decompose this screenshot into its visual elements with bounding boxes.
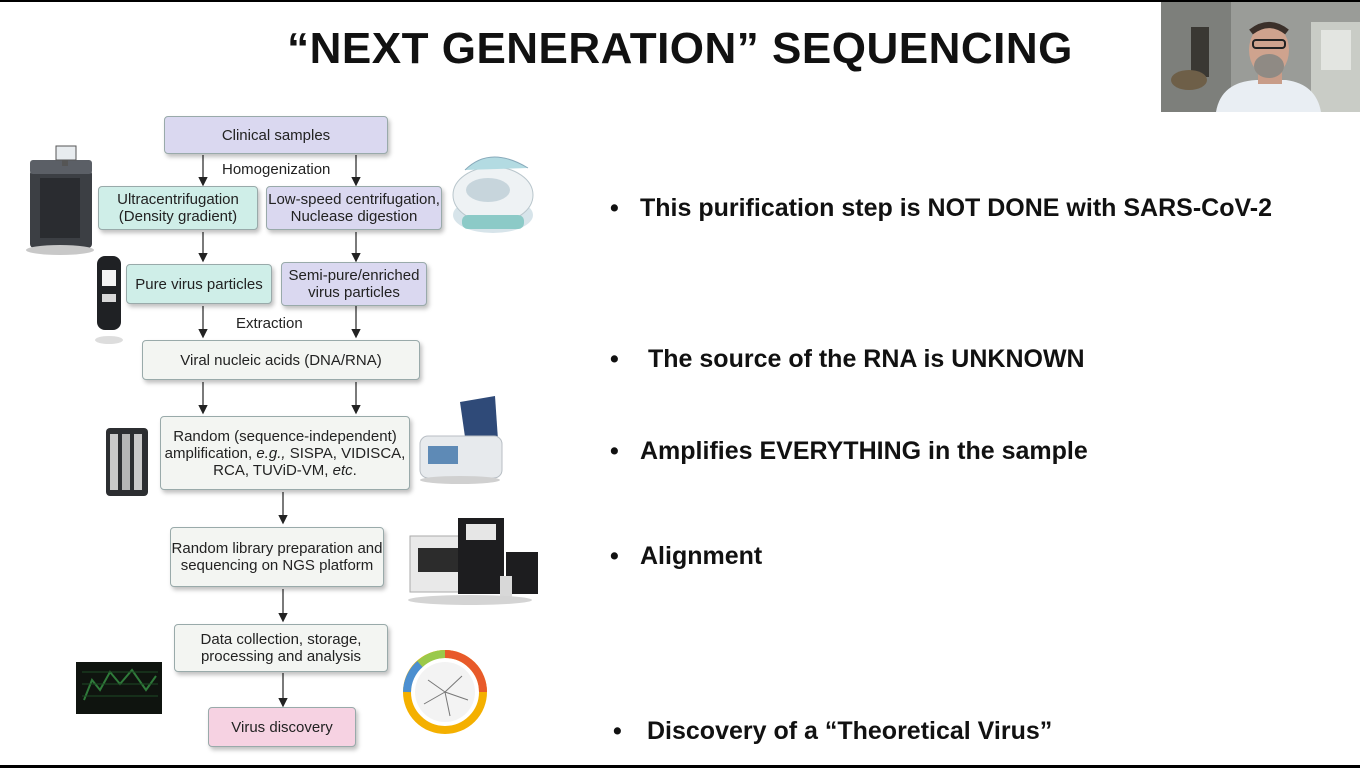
- bullet-marker: •: [610, 345, 619, 373]
- bullet-marker: •: [610, 542, 619, 570]
- benchtop-centrifuge-image: [452, 156, 534, 233]
- ultracentrifuge-image: [26, 145, 94, 255]
- amp-line-3-end: .: [352, 461, 357, 479]
- amp-line-2-pre: amplification,: [164, 444, 257, 462]
- amp-line-3-pre: RCA, TUViD-VM,: [213, 461, 333, 479]
- slide-title: “NEXT GENERATION” SEQUENCING: [287, 24, 1073, 73]
- bullet-text: Discovery of a “Theoretical Virus”: [647, 717, 1053, 745]
- bullet-amplifies: • Amplifies EVERYTHING in the sample: [610, 437, 1088, 466]
- top-border: [0, 0, 1360, 2]
- node-pure-virus-particles: Pure virus particles: [126, 264, 272, 304]
- bullet-purification: • This purification step is NOT DONE with…: [610, 194, 1272, 223]
- amp-line-2-eg: e.g.,: [256, 444, 286, 462]
- node-virus-discovery: Virus discovery: [208, 707, 356, 747]
- amp-line-1: Random (sequence-independent): [173, 427, 397, 445]
- node-clinical-samples: Clinical samples: [164, 116, 388, 154]
- amp-line-3-etc: etc: [332, 461, 353, 479]
- bullet-text: Alignment: [640, 542, 763, 570]
- node-random-library-preparation: Random library preparation and sequencin…: [170, 527, 384, 587]
- bullet-marker: •: [610, 194, 619, 222]
- ngs-sequencer-image: [408, 518, 538, 605]
- sequence-data-screen-image: [76, 662, 162, 714]
- bullet-text: This purification step is NOT DONE with …: [640, 194, 1272, 222]
- bullet-rna-source: • The source of the RNA is UNKNOWN: [610, 345, 1085, 374]
- node-random-amplification: Random (sequence-independent) amplificat…: [160, 416, 410, 490]
- node-semi-pure-virus-particles: Semi-pure/enriched virus particles: [281, 262, 427, 306]
- bullet-text: The source of the RNA is UNKNOWN: [648, 345, 1085, 373]
- label-homogenization: Homogenization: [222, 161, 331, 178]
- bullet-theoretical-virus: • Discovery of a “Theoretical Virus”: [613, 717, 1052, 746]
- phylogenetic-tree-image: [403, 650, 487, 734]
- node-viral-nucleic-acids: Viral nucleic acids (DNA/RNA): [142, 340, 420, 380]
- label-extraction: Extraction: [236, 315, 303, 332]
- bottom-border: [0, 765, 1360, 768]
- presenter-image: [1161, 2, 1360, 112]
- pcr-tubes-image: [106, 428, 148, 496]
- thermal-cycler-image: [419, 396, 503, 484]
- node-data-collection: Data collection, storage, processing and…: [174, 624, 388, 672]
- node-low-speed-centrifugation: Low-speed centrifugation, Nuclease diges…: [266, 186, 442, 230]
- bullet-text: Amplifies EVERYTHING in the sample: [640, 437, 1088, 465]
- gradient-tube-image: [95, 256, 123, 344]
- bullet-alignment: • Alignment: [610, 542, 762, 571]
- presenter-video-thumbnail[interactable]: [1161, 2, 1360, 112]
- node-ultracentrifugation: Ultracentrifugation (Density gradient): [98, 186, 258, 230]
- amp-line-2-post: SISPA, VIDISCA,: [285, 444, 406, 462]
- bullet-marker: •: [610, 437, 619, 465]
- bullet-marker: •: [613, 717, 622, 745]
